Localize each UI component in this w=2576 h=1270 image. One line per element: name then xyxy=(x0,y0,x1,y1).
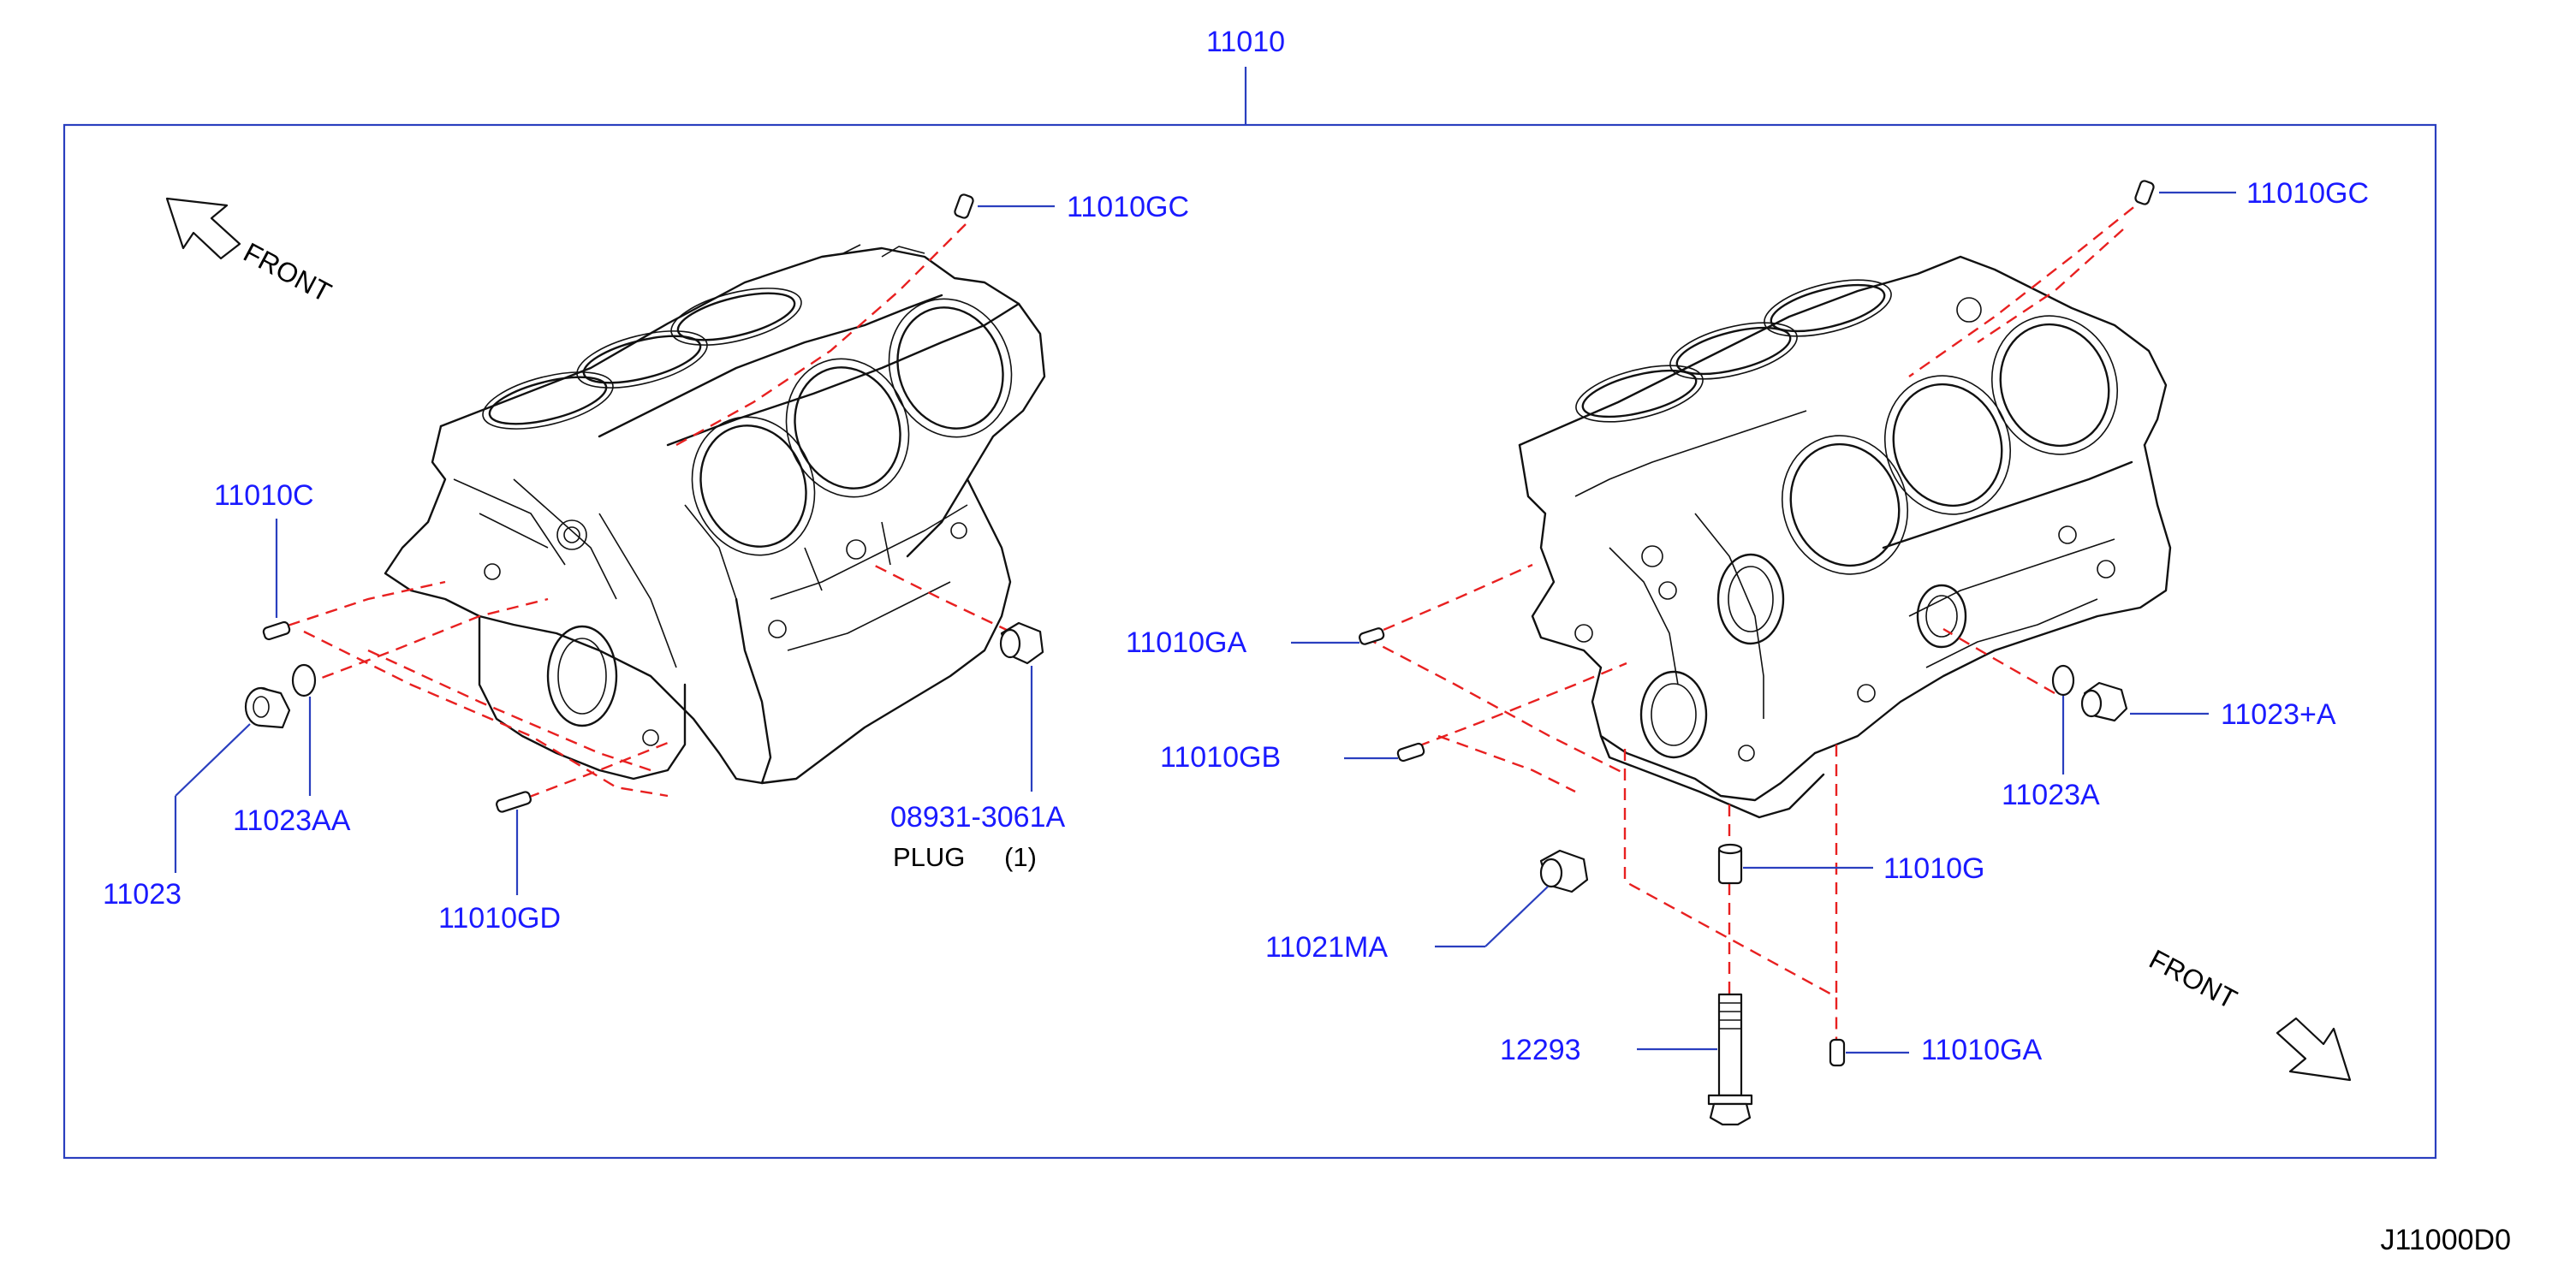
callout-11023A[interactable]: 11023A xyxy=(2002,779,2100,811)
callout-12293[interactable]: 12293 xyxy=(1500,1034,1581,1066)
callout-11023AA[interactable]: 11023AA xyxy=(233,804,351,837)
bolt-12293-shape xyxy=(1707,993,1753,1126)
dowel-11010GA-bottom-shape xyxy=(1829,1038,1846,1067)
callout-11010C[interactable]: 11010C xyxy=(214,479,314,512)
reference-code: J11000D0 xyxy=(2381,1224,2512,1256)
plug-text: PLUG xyxy=(893,842,965,872)
callout-11023plusA[interactable]: 11023+A xyxy=(2221,698,2336,731)
plug-11023-shape xyxy=(244,686,291,729)
arrow-up-left-icon xyxy=(165,197,241,260)
callout-11010GD[interactable]: 11010GD xyxy=(438,902,561,935)
plug-11023plusA-shape xyxy=(2080,681,2128,722)
plug-qty: (1) xyxy=(1004,842,1037,872)
washer-11023AA-shape xyxy=(291,663,317,697)
assembly-frame xyxy=(62,123,2437,1160)
callout-11010GA-bottom[interactable]: 11010GA xyxy=(1921,1034,2042,1066)
left-small-parts xyxy=(244,193,1044,813)
callout-11010GA-top[interactable]: 11010GA xyxy=(1126,626,1246,659)
callout-11010GC-right[interactable]: 11010GC xyxy=(2246,177,2369,210)
callout-11010GC-left[interactable]: 11010GC xyxy=(1067,191,1189,223)
front-label-left: FRONT xyxy=(239,236,336,308)
washer-11023A-shape xyxy=(2051,664,2075,697)
callout-11023[interactable]: 11023 xyxy=(103,878,181,911)
callout-11021MA[interactable]: 11021MA xyxy=(1265,931,1388,964)
leader-11021MA xyxy=(1484,886,1549,947)
arrow-down-right-icon xyxy=(2276,1017,2352,1082)
left-cylinder-block xyxy=(384,244,1046,785)
dowel-11010GC-right-shape xyxy=(2134,180,2155,205)
dowel-11010G-shape xyxy=(1717,843,1743,885)
left-phantom-lines xyxy=(269,223,1011,806)
dowel-11010C-shape xyxy=(262,620,291,641)
dowel-11010GA-top-shape xyxy=(1359,627,1385,645)
front-arrow-right: FRONT xyxy=(2145,943,2352,1082)
callout-11010GB[interactable]: 11010GB xyxy=(1160,741,1281,774)
right-small-parts xyxy=(1359,180,2155,1126)
assembly-number-label[interactable]: 11010 xyxy=(1206,26,1285,58)
plug-11021MA-shape xyxy=(1539,849,1589,893)
right-callouts: 11010GC 11010GA 11010GB 11023+A 11023A 1… xyxy=(1126,177,2369,1082)
right-phantom-lines xyxy=(1365,194,2150,1057)
dowel-11010GD-shape xyxy=(496,791,532,813)
front-arrow-left: FRONT xyxy=(165,197,336,308)
plug-08931-shape xyxy=(999,621,1044,665)
left-callouts: 11010GC 11010C 11023 11023AA 11010GD 089… xyxy=(103,191,1189,935)
front-label-right: FRONT xyxy=(2145,943,2242,1015)
dowel-11010GB-shape xyxy=(1396,742,1425,763)
leader-11023 xyxy=(175,723,251,797)
callout-11010G[interactable]: 11010G xyxy=(1883,852,1984,885)
dowel-11010GC-left-shape xyxy=(954,193,974,219)
right-cylinder-block xyxy=(1518,255,2172,819)
callout-08931[interactable]: 08931-3061A xyxy=(890,801,1066,834)
